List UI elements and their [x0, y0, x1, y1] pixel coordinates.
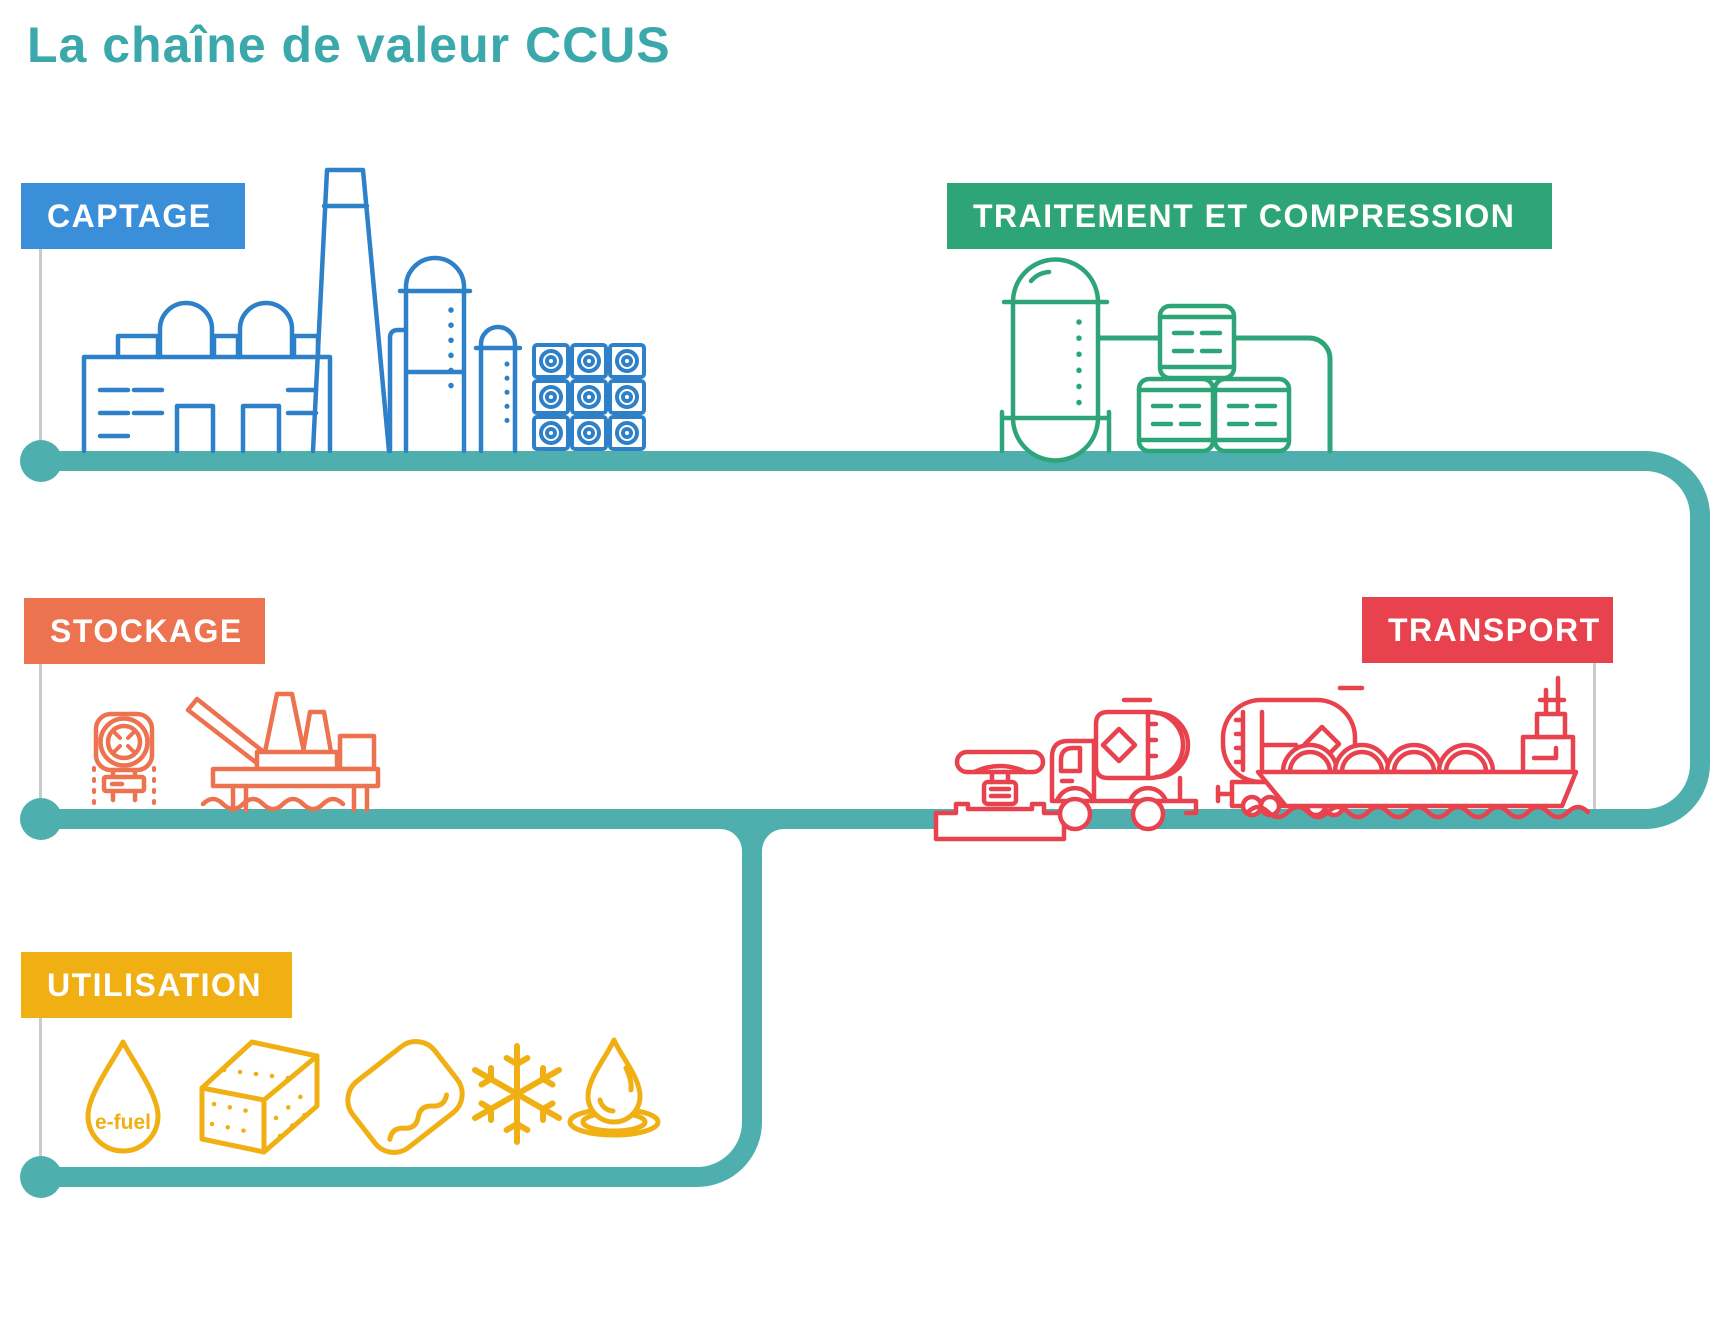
banner-utilisation-label: UTILISATION [47, 966, 262, 1003]
chain-line [20, 440, 1710, 1198]
banner-traitement-label: TRAITEMENT ET COMPRESSION [973, 197, 1516, 234]
transport-illustration [933, 675, 1591, 842]
snowflake-icon [472, 1043, 562, 1145]
chimney [310, 167, 392, 454]
cushion-material-icon [345, 1039, 465, 1155]
offshore-platform [185, 691, 381, 813]
banner-captage: CAPTAGE [21, 183, 245, 249]
tanker-truck [1049, 697, 1199, 832]
banner-utilisation: UTILISATION [21, 952, 292, 1018]
chain-node-utilisation [20, 1156, 62, 1198]
column-small [473, 324, 523, 454]
e-fuel-label: e-fuel [95, 1111, 151, 1134]
concrete-block-icon [199, 1039, 320, 1155]
page-title: La chaîne de valeur CCUS [27, 17, 671, 73]
wellhead [92, 711, 156, 808]
utilisation-icons: e-fuel [85, 1037, 661, 1155]
banner-stockage: STOCKAGE [24, 598, 265, 664]
e-fuel-droplet-icon: e-fuel [85, 1039, 161, 1154]
traitement-vessel-illustration [999, 257, 1333, 463]
chain-node-captage [20, 440, 62, 482]
connector-line-captage [39, 249, 42, 442]
banner-transport-label: TRANSPORT [1388, 611, 1601, 648]
water-droplet-ripples-icon [567, 1037, 661, 1138]
barrels [1139, 306, 1289, 451]
lng-ship [1245, 675, 1591, 820]
stockage-illustration [92, 691, 381, 813]
connector-line-stockage [39, 664, 42, 800]
connector-line-utilisation [39, 1018, 42, 1158]
connector-line-transport [1593, 663, 1596, 811]
captage-factory-illustration [81, 167, 646, 454]
banner-captage-label: CAPTAGE [47, 197, 212, 234]
column-large [397, 255, 473, 454]
fan-bank [532, 343, 646, 451]
pipeline-valve [933, 749, 1067, 842]
chain-node-stockage [20, 798, 62, 840]
banner-transport: TRANSPORT [1362, 597, 1613, 663]
banner-traitement: TRAITEMENT ET COMPRESSION [947, 183, 1552, 249]
banner-stockage-label: STOCKAGE [50, 612, 243, 649]
